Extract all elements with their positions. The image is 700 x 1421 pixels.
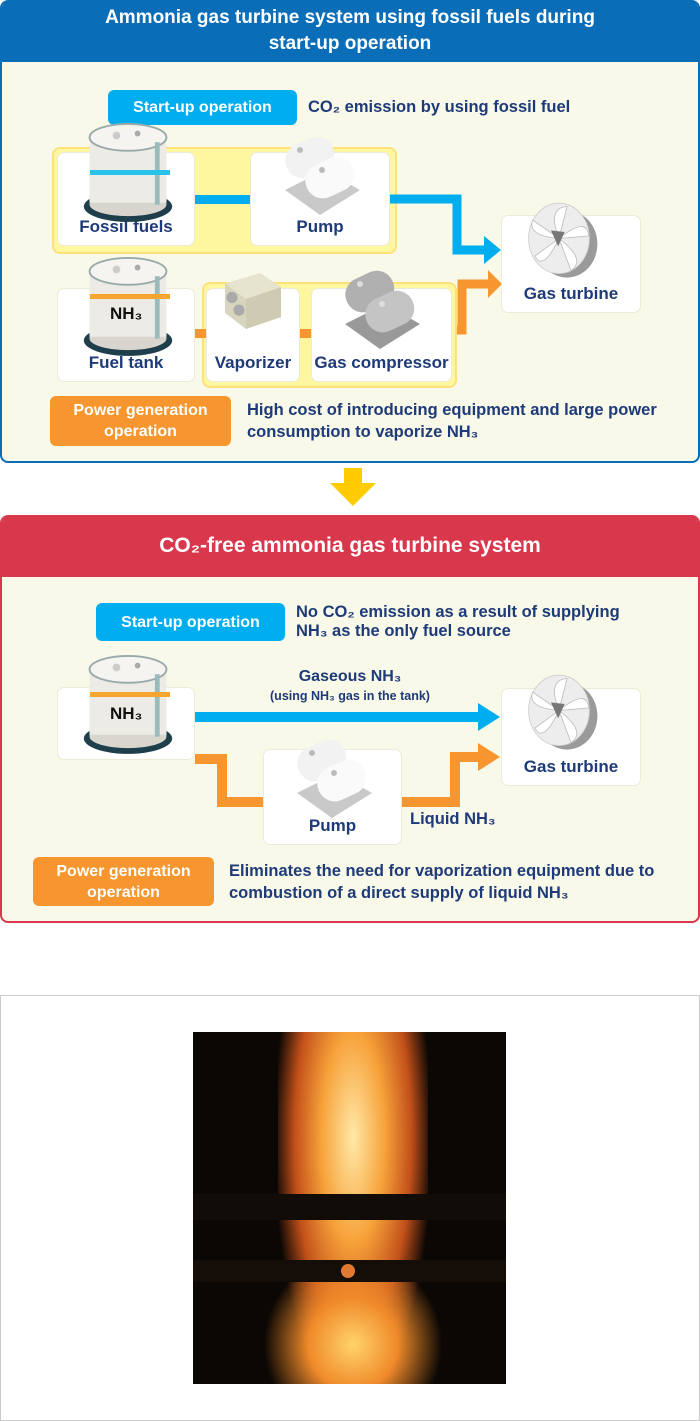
panel-title: CO₂-free ammonia gas turbine system xyxy=(2,515,698,577)
gas-turbine-label: Gas turbine xyxy=(523,757,619,776)
flow-line xyxy=(299,329,312,338)
gas-turbine-label: Gas turbine xyxy=(523,284,619,303)
flow-line xyxy=(195,329,207,338)
fossil-tank-icon xyxy=(80,118,176,224)
gaseous-nh3-label: Gaseous NH₃ xyxy=(298,668,402,685)
vaporizer-box: Vaporizer xyxy=(206,288,300,382)
power-generation-description: Eliminates the need for vaporization equ… xyxy=(229,862,655,902)
startup-description: CO₂ emission by using fossil fuel xyxy=(308,98,571,116)
power-generation-description: High cost of introducing equipment and l… xyxy=(247,401,657,441)
liquid-nh3-label: Liquid NH₃ xyxy=(410,810,496,828)
power-generation-badge: Power generation operation xyxy=(50,396,231,446)
gas-turbine-icon xyxy=(522,200,604,280)
nh3-tank-icon xyxy=(80,650,176,756)
gaseous-nh3-note: (using NH₃ gas in the tank) xyxy=(270,689,430,703)
pump-label: Pump xyxy=(296,217,344,236)
vaporizer-label: Vaporizer xyxy=(214,353,292,372)
pump-icon xyxy=(282,733,382,823)
flow-line xyxy=(195,195,251,204)
gas-turbine-icon xyxy=(522,672,604,752)
vaporizer-icon xyxy=(218,268,288,334)
gaseous-blue-arrow xyxy=(195,703,500,731)
nh3-tank-icon xyxy=(80,252,176,358)
pump-label: Pump xyxy=(308,816,357,835)
startup-operation-badge: Start-up operation xyxy=(108,90,297,125)
startup-operation-badge: Start-up operation xyxy=(96,603,285,641)
down-arrow-icon xyxy=(330,468,376,506)
panel-title-text: Ammonia gas turbine system using fossil … xyxy=(105,7,595,54)
pump-icon xyxy=(270,130,370,220)
ammonia-flame-photo xyxy=(193,1032,506,1384)
tank-nh3-badge: NH₃ xyxy=(110,704,143,723)
panel-title: Ammonia gas turbine system using fossil … xyxy=(2,0,698,62)
fuel-tank-label: Fuel tank xyxy=(88,353,164,372)
blue-arrow xyxy=(389,194,501,264)
power-generation-badge: Power generation operation xyxy=(33,857,214,906)
tank-nh3-badge: NH₃ xyxy=(110,304,143,323)
orange-arrow xyxy=(450,270,502,335)
gas-compressor-label: Gas compressor xyxy=(314,353,449,372)
fossil-fuels-label: Fossil fuels xyxy=(79,217,173,236)
gas-compressor-icon xyxy=(330,264,430,354)
liquid-orange-arrow xyxy=(195,743,500,807)
panel-title-text: CO₂-free ammonia gas turbine system xyxy=(159,534,541,557)
startup-description: No CO₂ emission as a result of supplying… xyxy=(296,603,620,640)
